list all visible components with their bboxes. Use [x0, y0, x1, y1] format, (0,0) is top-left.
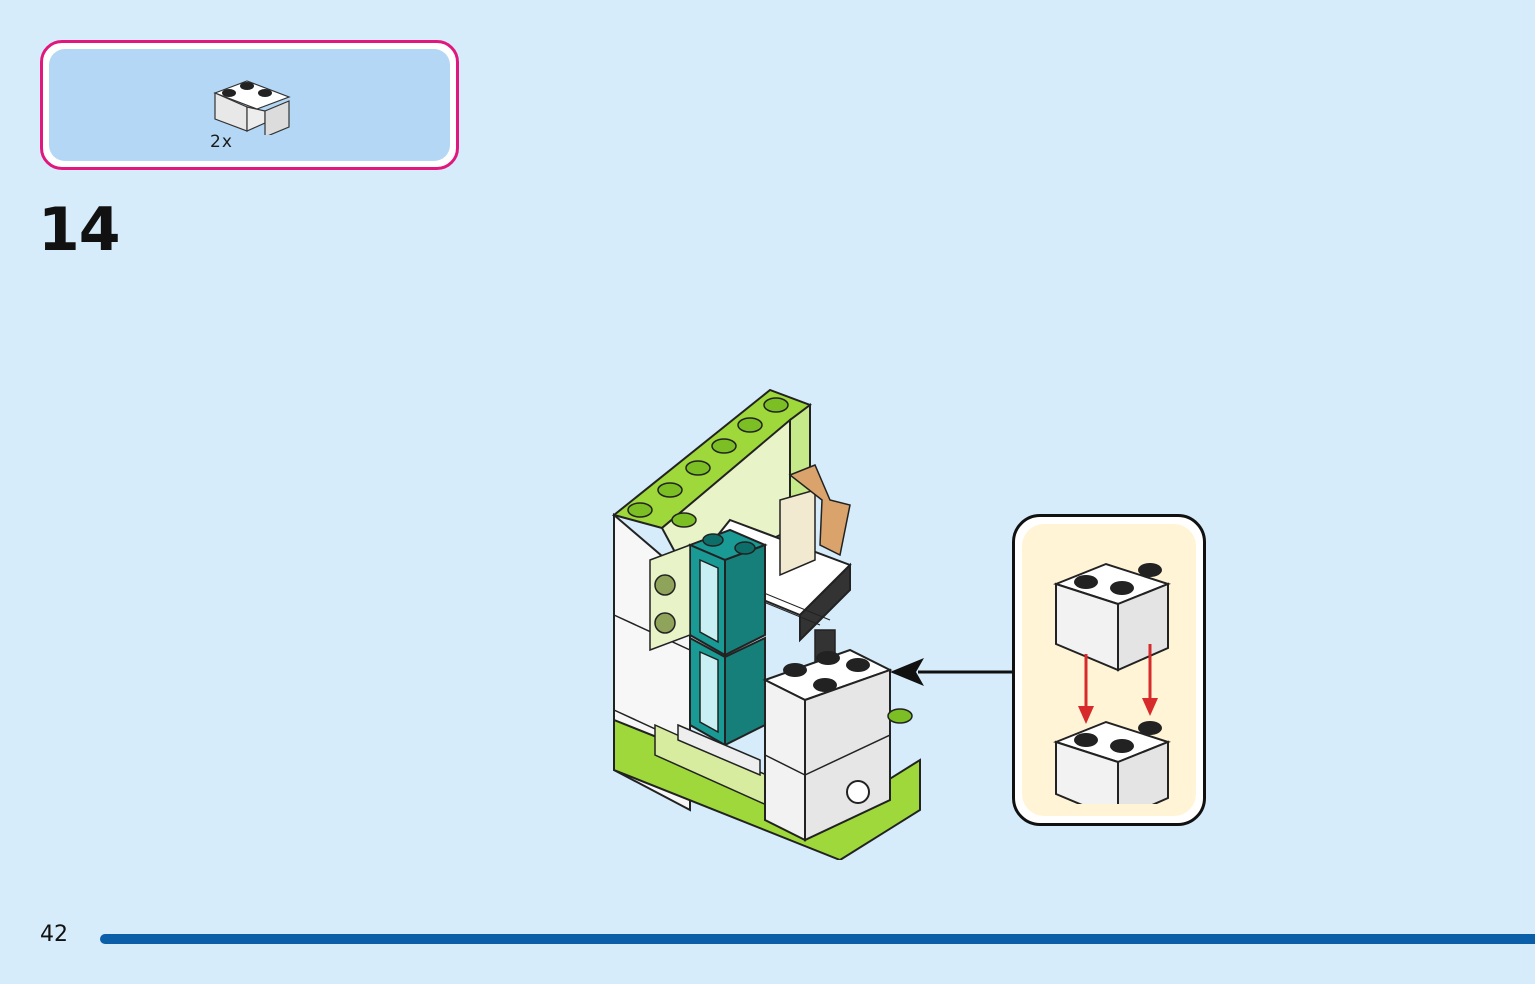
- wall-studs: [627, 397, 789, 528]
- page-progress-bar: [100, 934, 1535, 944]
- technic-hole-lower: [654, 612, 676, 634]
- trumpet-shape: [788, 464, 851, 557]
- parts-list-inner: 2x: [49, 49, 450, 161]
- teal-window-upper: [687, 528, 768, 657]
- window-sill: [677, 723, 761, 777]
- callout-inner: [1022, 524, 1196, 816]
- new-corner-brick: [762, 648, 913, 842]
- lime-side-panel: [649, 543, 691, 652]
- music-sheet: [779, 489, 816, 577]
- page-number: 42: [40, 922, 68, 947]
- parts-list-box: 2x: [40, 40, 459, 170]
- pointer-arrow-icon: [890, 658, 1014, 686]
- technic-hole-upper: [654, 574, 676, 596]
- part-quantity: 2x: [210, 132, 233, 152]
- corner-brick-stacking-icon: [1053, 562, 1171, 804]
- corner-brick-white-icon: [213, 80, 291, 135]
- model-assembly-illustration: [611, 388, 921, 860]
- piano-front: [799, 562, 851, 643]
- sub-step-callout: [1012, 514, 1206, 826]
- teal-window-lower: [689, 636, 766, 747]
- step-number: 14: [38, 195, 120, 265]
